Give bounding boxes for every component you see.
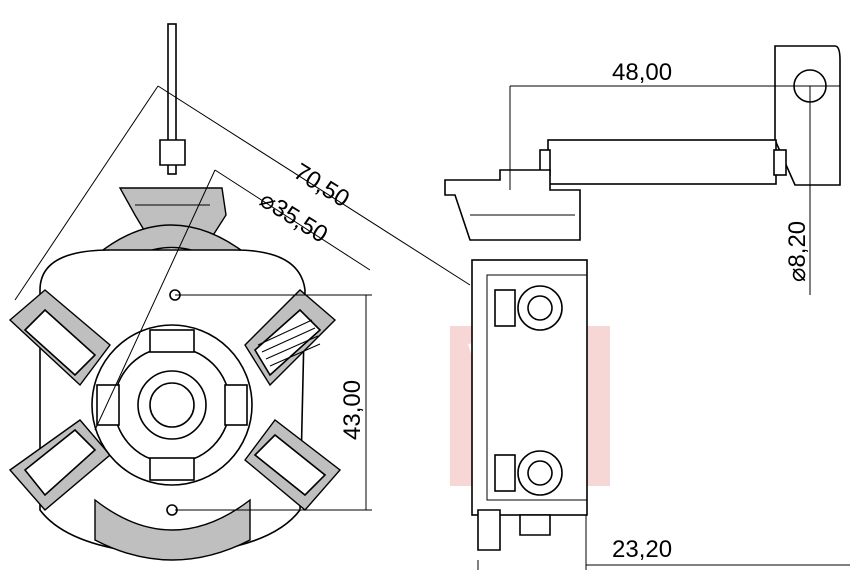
bottom-plate (94, 498, 251, 561)
brush-holder-lower-left (8, 419, 111, 511)
dim-line-35-50 (214, 169, 371, 271)
brush-holder-upper-left (8, 289, 111, 387)
terminal-tab (167, 23, 177, 175)
dim-43-00: 43,00 (339, 380, 366, 440)
shunt-cable (547, 139, 777, 185)
side-top-plate (444, 169, 581, 241)
brush-holder-lower-right (244, 419, 342, 511)
front-view (8, 23, 471, 561)
side-view (444, 45, 850, 570)
dim-23-20: 23,20 (612, 536, 672, 563)
dim-48-00: 48,00 (612, 59, 672, 86)
hub-bore (149, 382, 195, 428)
dim-8-20: ⌀8,20 (784, 221, 811, 282)
dim-line-70-50 (157, 85, 471, 286)
brush-holder-upper-right (244, 289, 337, 387)
